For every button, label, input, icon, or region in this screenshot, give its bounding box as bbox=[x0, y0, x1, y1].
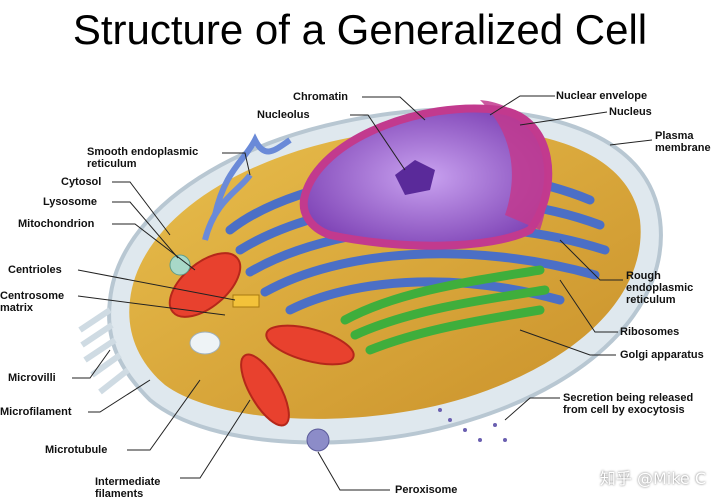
leader-lines bbox=[72, 95, 653, 491]
nuclear-envelope-shape bbox=[480, 100, 548, 230]
diagram-title: Structure of a Generalized Cell bbox=[72, 6, 648, 53]
lysosome-shape bbox=[169, 254, 191, 276]
label-ribosomes: Ribosomes bbox=[620, 326, 680, 338]
label-intermediate-line2: filaments bbox=[95, 488, 144, 500]
label-nuclear-envelope: Nuclear envelope bbox=[556, 90, 648, 102]
label-lysosome: Lysosome bbox=[43, 196, 98, 208]
label-microtubule: Microtubule bbox=[45, 444, 108, 456]
label-cytosol: Cytosol bbox=[61, 176, 102, 188]
mitochondrion-shape-2 bbox=[265, 324, 355, 366]
label-smooth-er-line1: Smooth endoplasmic bbox=[87, 146, 199, 158]
label-mitochondrion: Mitochondrion bbox=[18, 218, 95, 230]
smooth-er-shape bbox=[202, 133, 292, 241]
label-plasma-membrane-line1: Plasma bbox=[655, 130, 694, 142]
label-peroxisome: Peroxisome bbox=[395, 484, 458, 496]
label-rough-er-line1: Rough bbox=[626, 270, 661, 282]
peroxisome-shape bbox=[306, 428, 330, 452]
label-microfilament: Microfilament bbox=[0, 406, 72, 418]
label-plasma-membrane-line2: membrane bbox=[655, 142, 711, 154]
vesicle-shape bbox=[189, 331, 221, 355]
secretion-dots bbox=[438, 408, 507, 442]
label-chromatin: Chromatin bbox=[293, 91, 348, 103]
microvilli-shape bbox=[78, 307, 130, 395]
mitochondrion-shape-1 bbox=[168, 252, 242, 318]
label-rough-er-line2: endoplasmic bbox=[626, 282, 694, 294]
label-nucleus: Nucleus bbox=[609, 106, 652, 118]
nucleolus-shape bbox=[395, 160, 435, 195]
watermark: 知乎 @Mike C bbox=[599, 469, 706, 488]
label-rough-er-line3: reticulum bbox=[626, 294, 676, 306]
label-intermediate-line1: Intermediate bbox=[95, 476, 161, 488]
label-centrioles: Centrioles bbox=[8, 264, 62, 276]
mitochondrion-shape-3 bbox=[240, 353, 290, 427]
label-centrosome-line2: matrix bbox=[0, 302, 34, 314]
label-nucleolus: Nucleolus bbox=[257, 109, 310, 121]
label-secretion-line1: Secretion being released bbox=[563, 392, 694, 404]
label-microvilli: Microvilli bbox=[8, 372, 56, 384]
golgi-shape bbox=[340, 265, 550, 355]
label-secretion-line2: from cell by exocytosis bbox=[563, 404, 685, 416]
label-centrosome-line1: Centrosome bbox=[0, 290, 65, 302]
label-golgi: Golgi apparatus bbox=[620, 349, 704, 361]
label-smooth-er-line2: reticulum bbox=[87, 158, 137, 170]
centrioles-shape bbox=[232, 294, 260, 308]
